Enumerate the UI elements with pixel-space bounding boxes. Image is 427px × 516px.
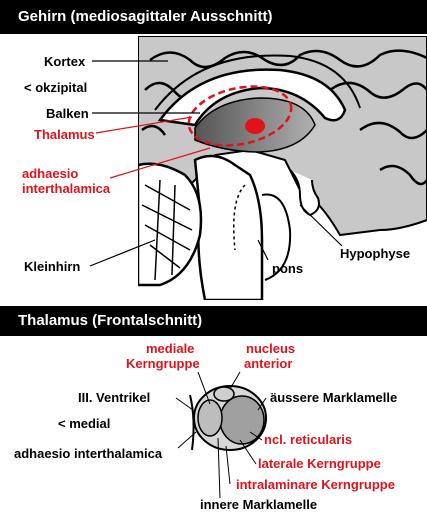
label-adhaesio-line1: adhaesio: [22, 166, 79, 181]
label-adhaesio-interthalamica: adhaesio interthalamica: [14, 446, 163, 461]
label-balken: Balken: [46, 106, 89, 121]
section-title-brain: Gehirn (mediosagittaler Ausschnitt): [0, 0, 427, 34]
label-adhaesio-line2: interthalamica: [22, 181, 111, 196]
label-ventrikel: III. Ventrikel: [78, 390, 151, 405]
label-hypophyse: Hypophyse: [340, 246, 411, 261]
label-thalamus: Thalamus: [34, 127, 95, 142]
label-kleinhirn: Kleinhirn: [24, 259, 81, 274]
label-kortex: Kortex: [44, 54, 86, 69]
label-nucleus-line2: anterior: [244, 356, 293, 371]
label-nucleus-line1: nucleus: [246, 341, 296, 356]
label-ncl-reticularis: ncl. reticularis: [264, 432, 353, 447]
label-medial: < medial: [58, 416, 111, 431]
label-aeussere-marklamelle: äussere Marklamelle: [270, 390, 398, 405]
label-pons: pons: [272, 261, 304, 276]
brain-sagittal-illustration: [89, 36, 427, 300]
label-laterale-kerngruppe: laterale Kerngruppe: [258, 456, 381, 471]
label-innere-marklamelle: innere Marklamelle: [200, 497, 318, 512]
label-okzipital: < okzipital: [24, 80, 88, 95]
label-mediale-line2: Kerngruppe: [126, 356, 200, 371]
section-title-thalamus: Thalamus (Frontalschnitt): [0, 306, 427, 336]
label-intralaminare-kerngruppe: intralaminare Kerngruppe: [236, 477, 395, 492]
label-mediale-line1: mediale: [146, 341, 195, 356]
